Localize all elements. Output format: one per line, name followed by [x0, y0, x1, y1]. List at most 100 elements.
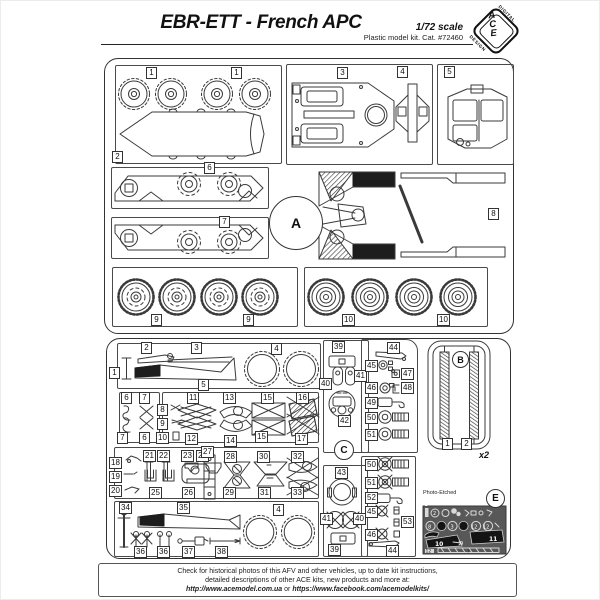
part-label: 36: [157, 546, 170, 558]
part-label: 16: [296, 392, 309, 404]
part-label: 2: [461, 438, 472, 450]
part-label: 10: [437, 314, 450, 326]
part-label: 7: [139, 392, 150, 404]
part-label: 4: [397, 66, 408, 78]
pe-number: 12: [426, 549, 432, 555]
footer-line-1: Check for historical photos of this AFV …: [177, 568, 438, 575]
part-label: 15: [255, 431, 268, 443]
part-label: 48: [401, 382, 414, 394]
part-label: 49: [365, 397, 378, 409]
part-label: 4: [273, 504, 284, 516]
parts-col-39-42: [328, 355, 356, 418]
part-label: 8: [488, 208, 499, 220]
part-label: 9: [157, 418, 168, 430]
parts-col-43-39: [326, 478, 360, 545]
part-label: 5: [444, 66, 455, 78]
part-label: 5: [198, 379, 209, 391]
footer-line-2: detailed descriptions of other ACE kits,…: [205, 576, 410, 584]
part-label: 25: [149, 487, 162, 499]
part-2-hull-bottom: [119, 108, 265, 160]
part-label: 14: [224, 435, 237, 447]
box-row-1-5: [117, 343, 321, 389]
scale-text: 1/72 scale: [415, 22, 463, 33]
part-label: 45: [365, 506, 378, 518]
part-label: 35: [177, 502, 190, 514]
part-label: 9: [243, 314, 254, 326]
part-label: 38: [215, 546, 228, 558]
part-label: 37: [182, 546, 195, 558]
part-label: 19: [109, 471, 122, 483]
part-label: 23: [181, 450, 194, 462]
part-5-panel: [447, 84, 508, 149]
part-label: 45: [365, 360, 378, 372]
pe-number: 12: [471, 525, 477, 531]
part-label: 6: [139, 432, 150, 444]
part-label: 6: [204, 162, 215, 174]
part-label: 15: [261, 392, 274, 404]
pe-number: 11: [489, 536, 497, 543]
photo-etched-marker: E: [486, 489, 505, 508]
part-label: 46: [365, 382, 378, 394]
box-wheels-9: [112, 267, 298, 327]
part-label: 27: [201, 446, 214, 458]
sprue-a-outer-box: [104, 58, 514, 334]
box-part-7: [111, 217, 269, 259]
part-label: 13: [223, 392, 236, 404]
part-label: 3: [191, 342, 202, 354]
box-part-5: [437, 64, 514, 165]
part-label: 12: [185, 433, 198, 445]
sprue-b-marker: B: [452, 351, 469, 368]
part-4-cross-section: [395, 83, 430, 143]
part-label: 30: [257, 451, 270, 463]
box-part-6: [111, 167, 269, 209]
parts-col-44-51: [375, 351, 409, 441]
part-label: 43: [335, 467, 348, 479]
box-parts-8-17: [162, 392, 319, 443]
box-parts-1-2: [115, 65, 282, 164]
part-label: 50: [365, 412, 378, 424]
part-label: 36: [134, 546, 147, 558]
part-label: 21: [143, 450, 156, 462]
part-label: 6: [121, 392, 132, 404]
part-label: 18: [109, 457, 122, 469]
part-8-hull-group: [318, 171, 506, 260]
photo-etched-fret: 1 2 8 3 12 12 10 11 12 9 7: [422, 502, 507, 555]
footer-note: Check for historical photos of this AFV …: [98, 563, 517, 597]
part-label: 53: [401, 516, 414, 528]
photo-etched-label: Photo-Etched: [423, 490, 457, 496]
part-3-hull-top: [291, 82, 395, 148]
wheels-part-9: [117, 278, 279, 316]
part-label: 44: [387, 342, 400, 354]
part-label: 10: [156, 432, 169, 444]
sprue-b-quantity: x2: [479, 450, 490, 460]
footer-line-3: http://www.acemodel.com.ua or https://ww…: [99, 586, 516, 595]
part-label: 11: [187, 392, 200, 404]
part-label: 51: [365, 477, 378, 489]
wheels-part-1: [118, 78, 271, 110]
part-label: 52: [365, 492, 378, 504]
footer-conjunction: or: [284, 585, 291, 593]
part-label: 42: [338, 415, 351, 427]
part-label: 7: [219, 216, 230, 228]
part-label: 31: [258, 487, 271, 499]
part-label: 40: [319, 378, 332, 390]
part-label: 3: [337, 67, 348, 79]
part-label: 1: [146, 67, 157, 79]
pe-number: 12: [483, 525, 489, 531]
part-label: 4: [271, 343, 282, 355]
part-7-side-hull: [114, 224, 264, 254]
part-label: 17: [295, 433, 308, 445]
pe-number: 9: [460, 541, 463, 547]
part-label: 51: [365, 429, 378, 441]
part-6-side-hull: [114, 172, 264, 202]
part-label: 9: [151, 314, 162, 326]
part-label: 41: [320, 513, 333, 525]
box-parts-3-4: [286, 64, 433, 165]
sprue-a-marker: A: [269, 196, 323, 250]
part-label: 32: [291, 451, 304, 463]
part-label: 29: [223, 487, 236, 499]
part-label: 39: [332, 341, 345, 353]
part-label: 47: [401, 368, 414, 380]
parts-row-1-5: [121, 351, 319, 387]
